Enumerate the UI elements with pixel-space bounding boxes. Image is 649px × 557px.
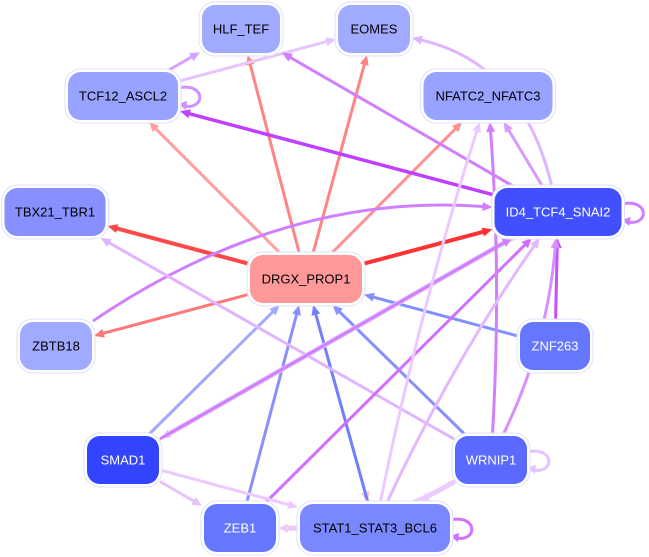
arrowhead-icon [278,523,289,533]
edge-drgx_prop1-to-zbtb18 [94,293,250,338]
node-label: HLF_TEF [213,22,269,37]
node-tbx21_tbr1[interactable]: TBX21_TBR1 [1,184,109,240]
arrowhead-icon [364,292,375,302]
edge-drgx_prop1-to-tcf12_ascl2 [149,122,282,255]
arrowhead-icon [269,305,280,316]
arrowhead-icon [311,305,321,316]
edge-drgx_prop1-to-nfatc2_nfatc3 [330,122,463,255]
arrowhead-icon [419,493,431,502]
edge-drgx_prop1-to-tbx21_tbr1 [107,224,250,266]
edge-wrnip1-to-nfatc2_nfatc3 [486,122,499,436]
arrowhead-icon [94,328,105,338]
arrowhead-icon [189,52,200,62]
arrowhead-icon [472,122,481,133]
edge-smad1-to-stat1_stat3_bcl6 [159,468,298,509]
node-zeb1[interactable]: ZEB1 [200,500,280,556]
edge-smad1-to-zeb1 [159,480,202,506]
node-label: STAT1_STAT3_BCL6 [313,521,437,536]
arrowhead-icon [359,55,369,66]
node-label: ZEB1 [224,521,257,536]
node-znf263[interactable]: ZNF263 [516,318,594,374]
node-smad1[interactable]: SMAD1 [83,432,163,488]
node-label: SMAD1 [101,453,146,468]
arrowhead-icon [325,37,336,47]
node-drgx_prop1[interactable]: DRGX_PROP1 [246,251,366,307]
edge-wrnip1-to-stat1_stat3_bcl6 [419,480,455,502]
arrowhead-icon [100,238,112,247]
arrowhead-icon [550,238,560,249]
arrowhead-icon [282,52,293,62]
edge-smad1-to-id4_tcf4_snai2 [159,238,513,440]
node-label: TCF12_ASCL2 [79,89,167,104]
node-label: ZNF263 [532,339,579,354]
arrowhead-icon [530,238,540,249]
edge-stat1_stat3_bcl6-to-id4_tcf4_snai2 [385,238,540,504]
edge-tcf12_ascl2-to-eomes [178,37,336,83]
arrowhead-icon [482,202,493,211]
node-label: WRNIP1 [466,453,517,468]
edge-stat1_stat3_bcl6-to-drgx_prop1 [311,305,370,504]
arrowhead-icon [287,500,298,509]
arrowhead-icon [451,122,463,133]
nodes-layer: HLF_TEF EOMES TCF12_ASCL2 NFATC2_NFATC3TBX2… [1,1,625,556]
node-label: ID4_TCF4_SNAI2 [506,205,611,220]
edge-znf263-to-drgx_prop1 [364,292,520,338]
node-eomes[interactable]: EOMES [334,1,414,57]
arrowhead-icon [149,122,160,133]
arrowhead-icon [503,122,513,133]
edge-stat1_stat3_bcl6-to-nfatc2_nfatc3 [378,122,481,504]
node-zbtb18[interactable]: ZBTB18 [16,318,96,374]
node-label: EOMES [351,22,398,37]
edge-id4_tcf4_snai2-to-nfatc2_nfatc3 [503,122,544,188]
edge-drgx_prop1-to-id4_tcf4_snai2 [362,227,493,266]
edge-wrnip1-to-tbx21_tbr1 [100,238,455,440]
edge-tcf12_ascl2-to-hlf_tef [167,52,200,72]
arrowhead-icon [332,305,343,316]
node-nfatc2_nfatc3[interactable]: NFATC2_NFATC3 [420,68,556,124]
arrowhead-icon [180,109,191,119]
node-stat1_stat3_bcl6[interactable]: STAT1_STAT3_BCL6 [296,500,454,556]
edge-id4_tcf4_snai2-to-hlf_tef [282,52,515,188]
edge-drgx_prop1-to-eomes [311,55,369,255]
arrowhead-icon [292,305,301,316]
node-hlf_tef[interactable]: HLF_TEF [198,1,284,57]
arrowhead-icon [107,224,119,233]
edge-id4_tcf4_snai2-to-tcf12_ascl2 [180,109,495,197]
edge-zbtb18-to-id4_tcf4_snai2 [92,202,493,322]
node-wrnip1[interactable]: WRNIP1 [451,432,531,488]
node-id4_tcf4_snai2[interactable]: ID4_TCF4_SNAI2 [491,184,625,240]
arrowhead-icon [481,227,493,237]
edge-zeb1-to-drgx_prop1 [245,305,301,504]
edge-drgx_prop1-to-hlf_tef [245,55,301,255]
arrowhead-icon [521,238,532,249]
node-label: ZBTB18 [32,339,80,354]
arrowhead-icon [412,35,423,45]
node-label: DRGX_PROP1 [262,272,351,287]
node-label: TBX21_TBR1 [15,205,95,220]
arrowhead-icon [486,122,496,133]
arrowhead-icon [501,238,513,247]
edge-zeb1-to-id4_tcf4_snai2 [264,238,532,504]
arrowhead-icon [191,496,202,506]
edge-smad1-to-drgx_prop1 [147,305,280,436]
node-label: NFATC2_NFATC3 [436,89,541,104]
node-tcf12_ascl2[interactable]: TCF12_ASCL2 [64,68,182,124]
